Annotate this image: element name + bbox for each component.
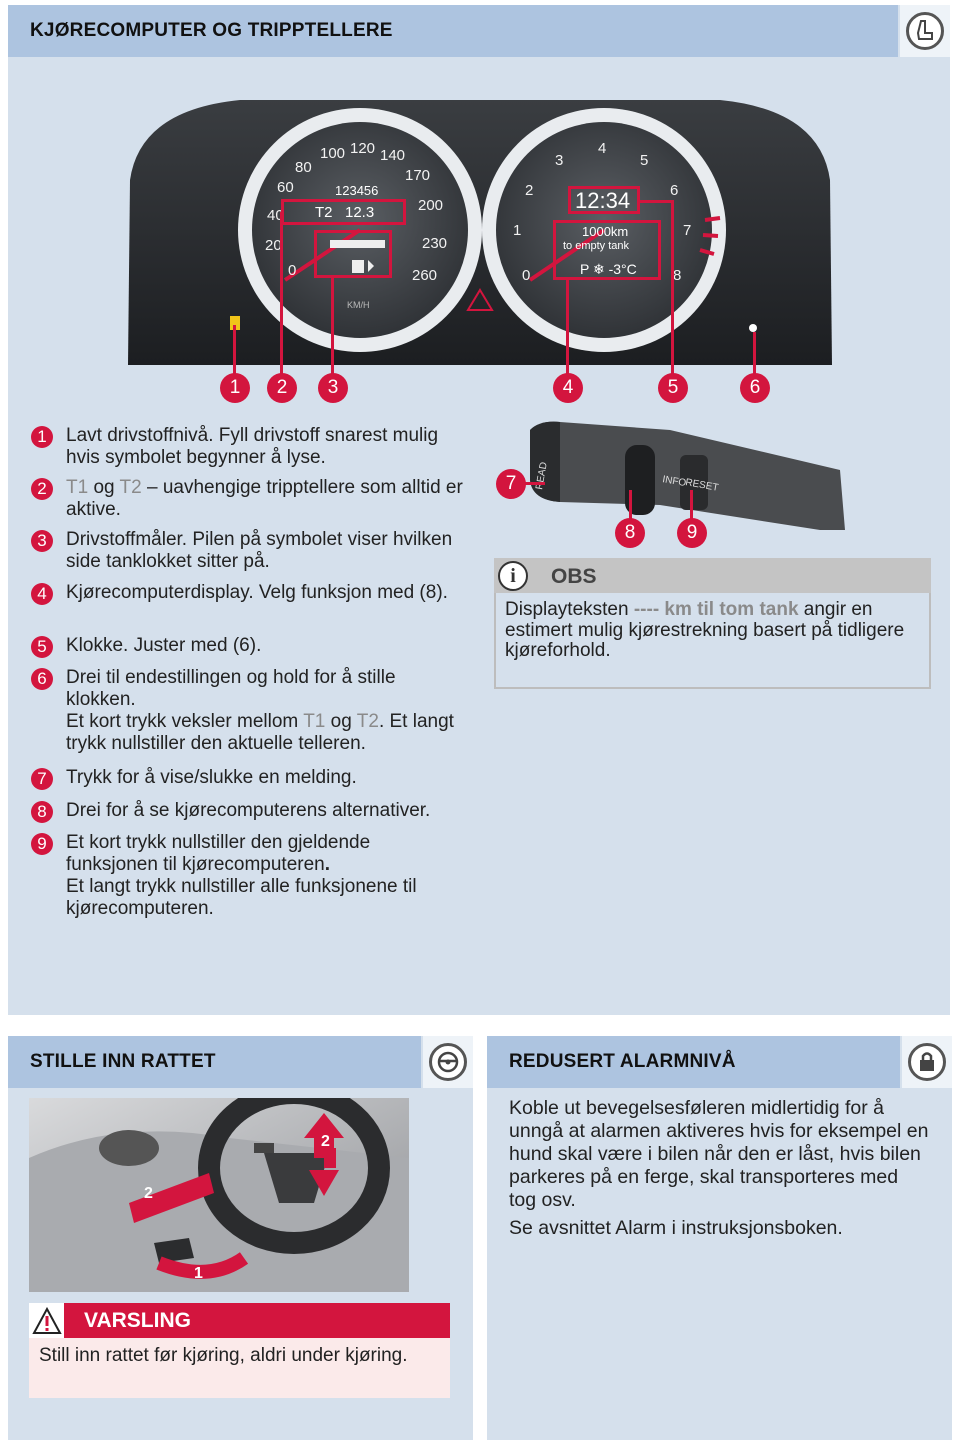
alarm-paragraph: Koble ut bevegelsesføleren midlertidig f… (509, 1097, 929, 1211)
item-number: 1 (31, 426, 53, 448)
odometer: 123456 (335, 183, 378, 198)
callout-8: 8 (615, 518, 645, 548)
speed-unit: KM/H (347, 300, 370, 310)
item-number: 9 (31, 833, 53, 855)
speed-tick: 0 (288, 262, 296, 279)
warning-header (64, 1303, 450, 1338)
list-item: Lavt drivstoffnivå. Fyll drivstoff snare… (66, 425, 439, 468)
callout-1: 1 (220, 373, 250, 403)
obs-text: Displayteksten ---- km til tom tank angi… (505, 599, 905, 661)
list-item: Drivstoffmåler. Pilen på symbolet viser … (66, 529, 453, 572)
fuel-warning-icon (230, 316, 240, 330)
info-icon: i (498, 561, 528, 591)
item-number: 2 (31, 478, 53, 500)
rpm-tick: 5 (640, 152, 648, 169)
item-number: 4 (31, 583, 53, 605)
list-item: Drei til endestillingen og hold for å st… (66, 667, 454, 754)
steering-stalk: READ INFO RESET (530, 421, 845, 530)
callout-7: 7 (496, 469, 526, 499)
steering-illustration: 1 2 2 (29, 1098, 409, 1292)
alarm-panel (487, 1036, 952, 1440)
speed-tick: 120 (350, 140, 375, 157)
speed-tick: 40 (267, 207, 284, 224)
speed-tick: 170 (405, 167, 430, 184)
range-label: to empty tank (563, 240, 630, 252)
speed-tick: 100 (320, 145, 345, 162)
rpm-tick: 4 (598, 140, 606, 157)
trip-label: T2 (315, 204, 333, 221)
speed-tick: 60 (277, 179, 294, 196)
gear-temp-display: P ❄ -3°C (580, 261, 637, 277)
item-number: 3 (31, 530, 53, 552)
arrow-label-2: 2 (144, 1185, 153, 1202)
item-number: 7 (31, 768, 53, 790)
speed-tick: 260 (412, 267, 437, 284)
item-number: 5 (31, 636, 53, 658)
section-title: KJØRECOMPUTER OG TRIPPTELLERE (30, 20, 393, 41)
section-title: STILLE INN RATTET (30, 1051, 216, 1072)
warning-triangle-icon (466, 288, 494, 311)
instrument-cluster: 0 20 40 60 80 100 120 140 170 200 230 26… (128, 100, 832, 365)
speed-tick: 200 (418, 197, 443, 214)
steering-wheel-icon (423, 1036, 473, 1088)
warning-text: Still inn rattet før kjøring, aldri unde… (39, 1345, 408, 1366)
list-item: Trykk for å vise/slukke en melding. (66, 767, 357, 788)
rpm-tick: 0 (522, 267, 530, 284)
item-number: 6 (31, 668, 53, 690)
list-item: Kjørecomputerdisplay. Velg funksjon med … (66, 582, 448, 603)
arrow-label-2b: 2 (321, 1133, 330, 1150)
callout-2: 2 (267, 373, 297, 403)
list-item: Et kort trykk nullstiller den gjeldende … (66, 832, 417, 919)
clock-highlight (568, 186, 640, 214)
trip-highlight (281, 199, 406, 225)
callout-4: 4 (553, 373, 583, 403)
section-header (487, 1036, 900, 1088)
list-item: Klokke. Juster med (6). (66, 635, 262, 656)
warning-title: VARSLING (84, 1309, 191, 1332)
speed-tick: 20 (265, 237, 282, 254)
warning-icon (29, 1303, 64, 1338)
arrow-label-1: 1 (194, 1265, 203, 1282)
section-header (8, 5, 898, 57)
speed-tick: 80 (295, 159, 312, 176)
info-label: INFO (661, 474, 687, 489)
rpm-tick: 3 (555, 152, 563, 169)
range-value: 1000km (582, 224, 628, 239)
rpm-tick: 1 (513, 222, 521, 239)
obs-header (494, 558, 931, 593)
item-number: 8 (31, 801, 53, 823)
seat-icon (900, 5, 950, 57)
callout-3: 3 (318, 373, 348, 403)
speed-tick: 140 (380, 147, 405, 164)
obs-title: OBS (551, 565, 597, 588)
alarm-reference: Se avsnittet Alarm i instruksjonsboken. (509, 1217, 843, 1239)
rpm-tick: 2 (525, 182, 533, 199)
list-item: T1 og T2 – uavhengige tripptellere som a… (66, 477, 463, 520)
section-header (8, 1036, 421, 1088)
speed-tick: 230 (422, 235, 447, 252)
list-item: Drei for å se kjørecomputerens alternati… (66, 800, 431, 821)
rpm-tick: 8 (673, 267, 681, 284)
clock-adjust-knob (749, 324, 757, 332)
trip-value: 12.3 (345, 204, 374, 221)
clock-display: 12:34 (575, 188, 630, 213)
computer-display-highlight (553, 220, 661, 280)
callout-5: 5 (658, 373, 688, 403)
fuel-gauge-highlight (314, 230, 392, 278)
callout-9: 9 (677, 518, 707, 548)
rpm-tick: 7 (683, 222, 691, 239)
callout-6: 6 (740, 373, 770, 403)
rpm-tick: 6 (670, 182, 678, 199)
section-title: REDUSERT ALARMNIVÅ (509, 1051, 736, 1072)
lock-icon (902, 1036, 952, 1088)
